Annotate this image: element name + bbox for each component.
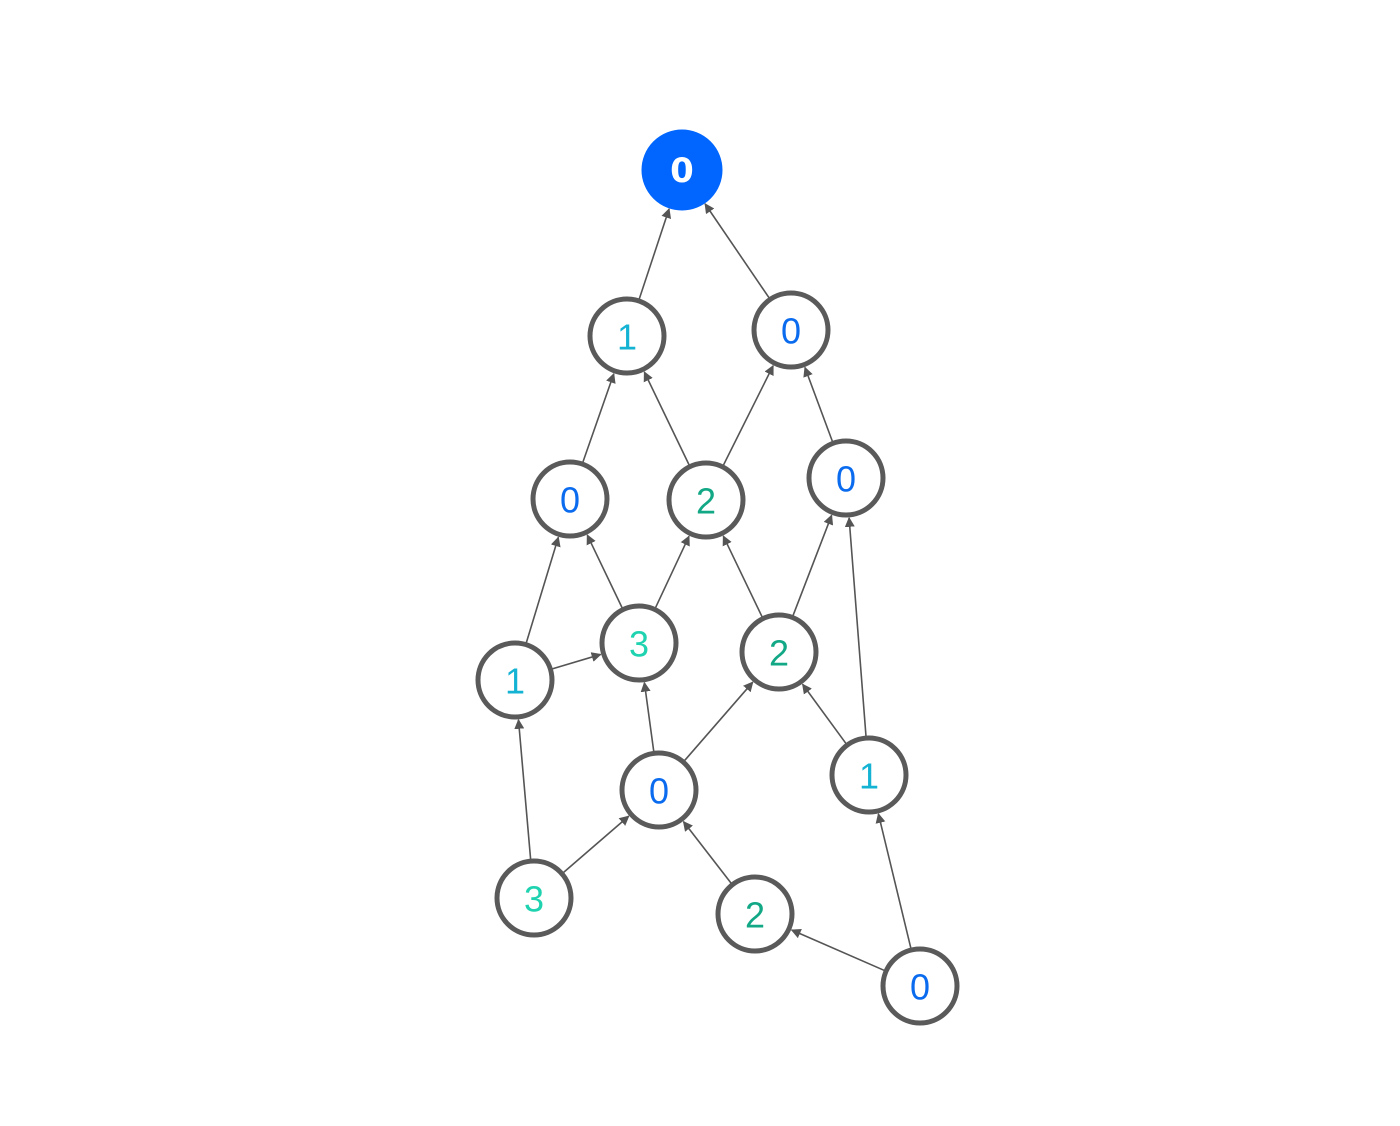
node-label: 1 (859, 756, 879, 797)
node-circle (619, 750, 699, 830)
graph-node-a1: 1 (587, 296, 667, 376)
edge-a2-to-root (704, 203, 771, 300)
edge-b1-to-a1 (581, 372, 616, 464)
node-label: 2 (769, 633, 789, 674)
node-circle (641, 129, 723, 211)
graph-node-a2: 0 (751, 290, 831, 370)
graph-node-f1: 0 (880, 946, 960, 1026)
node-circle (715, 874, 795, 954)
node-circle (475, 640, 555, 720)
node-circle (739, 612, 819, 692)
graph-node-e2: 2 (715, 874, 795, 954)
node-circle (587, 296, 667, 376)
nodes-layer: 0 1 0 0 2 0 1 3 2 0 1 3 2 0 (475, 129, 960, 1026)
node-label: 0 (781, 311, 801, 352)
edge-c3-to-b3 (791, 514, 834, 617)
node-label: 3 (629, 624, 649, 665)
node-label: 0 (560, 480, 580, 521)
edge-d2-to-b3 (844, 516, 867, 738)
node-circle (751, 290, 831, 370)
node-label: 3 (524, 879, 544, 920)
node-label: 1 (617, 317, 637, 358)
graph-node-c1: 1 (475, 640, 555, 720)
edge-d1-to-c2 (640, 681, 655, 753)
graph-node-c3: 2 (739, 612, 819, 692)
node-label: 2 (745, 895, 765, 936)
node-circle (599, 603, 679, 683)
edge-c2-to-b2 (654, 535, 690, 609)
graph-node-b1: 0 (530, 459, 610, 539)
node-circle (666, 460, 746, 540)
node-label: 1 (505, 661, 525, 702)
graph-node-d1: 0 (619, 750, 699, 830)
edge-f1-to-d2 (875, 812, 912, 950)
edge-d2-to-c3 (801, 683, 848, 745)
edge-d1-to-c3 (683, 681, 754, 762)
node-label: 2 (696, 481, 716, 522)
edges-layer (514, 203, 912, 972)
edge-b3-to-a2 (803, 366, 834, 443)
node-circle (829, 735, 909, 815)
node-circle (530, 459, 610, 539)
edge-e2-to-d1 (682, 820, 733, 885)
edge-c1-to-b1 (525, 536, 561, 644)
graph-node-e1: 3 (494, 858, 574, 938)
edge-b2-to-a2 (722, 364, 774, 467)
node-circle (880, 946, 960, 1026)
node-circle (806, 438, 886, 518)
edge-c2-to-b1 (586, 534, 624, 610)
edge-e1-to-d1 (562, 815, 630, 874)
graph-node-d2: 1 (829, 735, 909, 815)
node-label: 0 (910, 967, 930, 1008)
node-label: 0 (836, 459, 856, 500)
edge-c1-to-c2 (551, 652, 602, 670)
edge-b2-to-a1 (643, 371, 691, 467)
node-circle (494, 858, 574, 938)
node-label: 0 (670, 151, 694, 191)
edge-c3-to-b2 (722, 535, 764, 619)
root-node: 0 (641, 129, 723, 211)
graph-node-b2: 2 (666, 460, 746, 540)
node-label: 0 (649, 771, 669, 812)
edge-e1-to-c1 (514, 718, 532, 861)
graph-node-b3: 0 (806, 438, 886, 518)
edge-f1-to-e2 (790, 929, 886, 972)
graph-node-c2: 3 (599, 603, 679, 683)
edge-a1-to-root (638, 207, 672, 301)
